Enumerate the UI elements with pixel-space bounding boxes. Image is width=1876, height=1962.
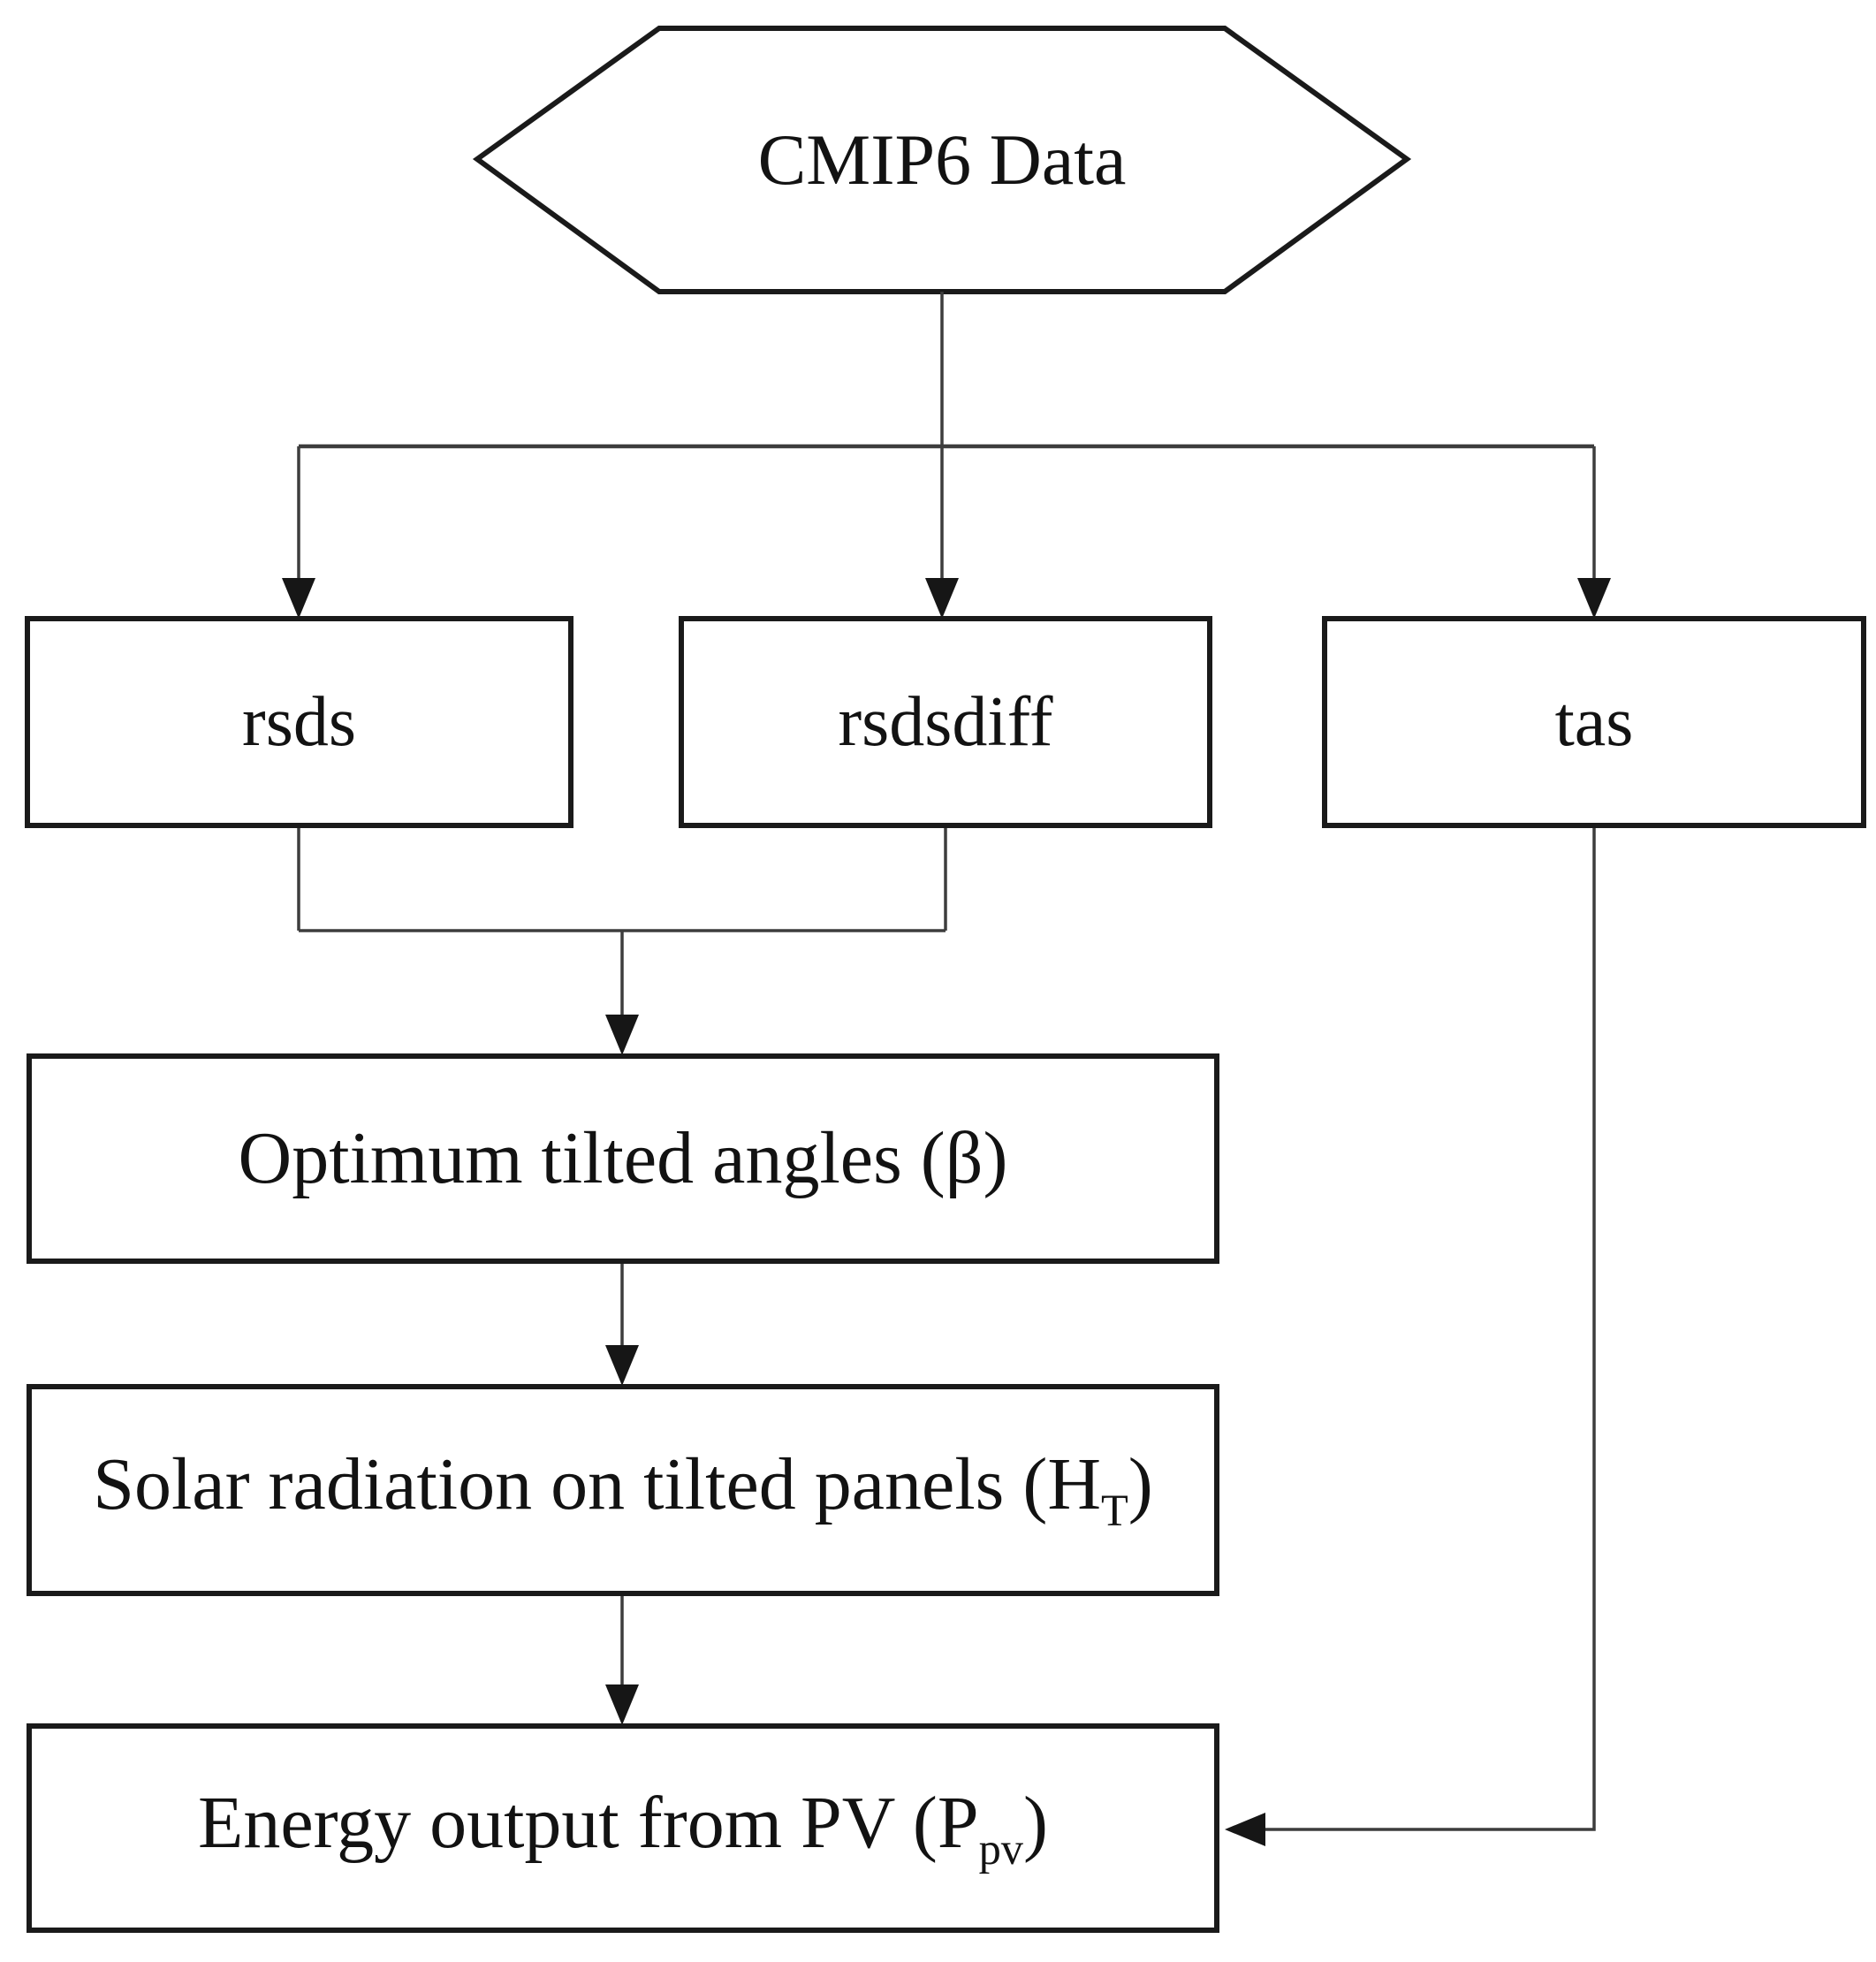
arrowhead-into-rsdsdiff: [925, 578, 959, 619]
optimum-tilted-angles-box: Optimum tilted angles (β): [27, 1053, 1219, 1264]
cmip6-data-label: CMIP6 Data: [757, 119, 1127, 200]
arrowhead-into-energy-top: [605, 1684, 639, 1725]
rsdsdiff-box: rsdsdiff: [679, 616, 1212, 828]
energy-output-box: Energy output from PV (Ppv): [27, 1723, 1219, 1933]
edge-tas-bypass-line: [1264, 828, 1596, 1831]
rsds-label: rsds: [242, 683, 356, 761]
solar-radiation-subscript: T: [1100, 1486, 1128, 1536]
rsdsdiff-label: rsdsdiff: [838, 683, 1053, 761]
arrowhead-into-rsds: [282, 578, 315, 619]
energy-output-subscript: pv: [978, 1823, 1023, 1874]
cmip6-hexagon-shape: [472, 26, 1412, 294]
energy-output-label: Energy output from PV (Ppv): [198, 1781, 1048, 1874]
tas-box: tas: [1322, 616, 1866, 828]
tas-label: tas: [1554, 683, 1634, 761]
rsds-box: rsds: [25, 616, 573, 828]
arrowhead-into-optimum: [605, 1015, 639, 1055]
solar-radiation-label: Solar radiation on tilted panels (HT): [93, 1443, 1153, 1536]
solar-radiation-box: Solar radiation on tilted panels (HT): [27, 1384, 1219, 1596]
arrowhead-into-tas: [1577, 578, 1611, 619]
arrowhead-into-energy-right: [1225, 1813, 1265, 1846]
arrowhead-into-solar: [605, 1345, 639, 1386]
optimum-tilted-angles-label: Optimum tilted angles (β): [238, 1116, 1008, 1199]
